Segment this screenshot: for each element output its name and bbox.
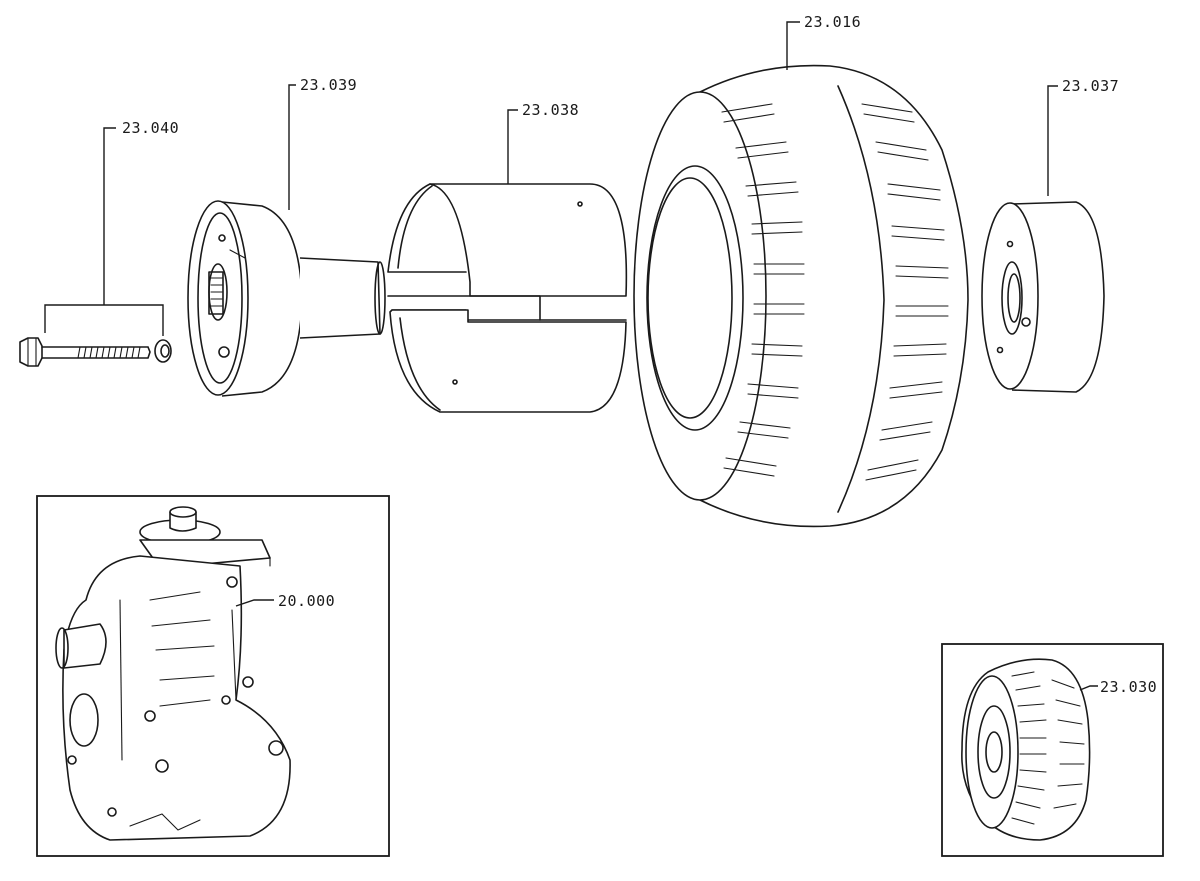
part-label-23-038: 23.038 [522,101,579,119]
sleeve-leader [507,109,518,184]
part-label-20-000: 20.000 [278,592,335,610]
gearbox-inset [36,495,390,857]
part-label-23-039: 23.039 [300,76,357,94]
gearbox-leader [235,599,274,607]
wheel-assembly-leader [1079,685,1098,691]
washer-part [154,339,172,363]
tire-leader [786,21,800,70]
part-label-23-030: 23.030 [1100,678,1157,696]
part-label-23-040: 23.040 [122,119,179,137]
bolt-leader [44,127,164,336]
part-label-23-016: 23.016 [804,13,861,31]
right-hub-leader [1047,85,1058,196]
part-label-23-037: 23.037 [1062,77,1119,95]
right-hub-part [981,201,1105,393]
bolt-part [19,337,151,367]
hub-cap-part [187,200,386,397]
wheel-assembly-inset [941,643,1164,857]
hub-cap-leader [288,84,296,210]
tire-part [633,64,969,528]
split-sleeve-part [387,183,628,413]
